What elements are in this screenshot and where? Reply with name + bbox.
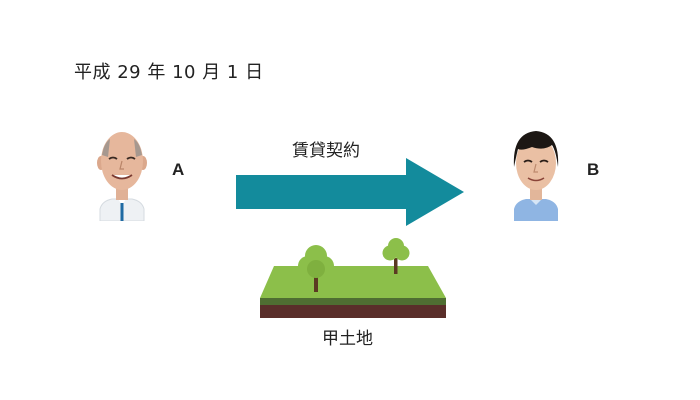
land-illustration — [258, 236, 448, 324]
tree-icon — [382, 238, 410, 274]
tree-icon — [298, 245, 334, 292]
contract-date: 平成 29 年 10 月 1 日 — [74, 62, 264, 83]
party-b-label: B — [587, 160, 600, 179]
lease-contract-label: 賃貸契約 — [292, 141, 360, 161]
party-a-label: A — [172, 160, 185, 179]
person-a-avatar — [96, 125, 148, 222]
person-b-avatar — [508, 127, 564, 221]
land-label: 甲土地 — [322, 329, 373, 349]
lease-arrow — [236, 158, 466, 230]
